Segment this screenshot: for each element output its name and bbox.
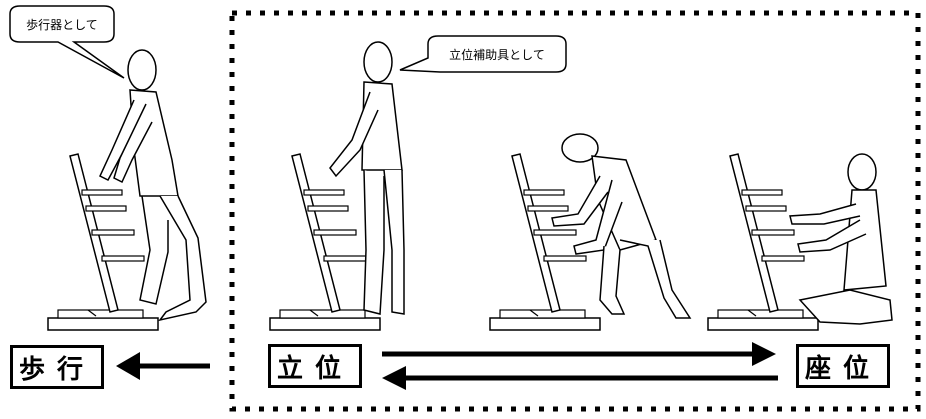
arrowhead-sit	[752, 342, 776, 366]
standing-aid-bubble-text: 立位補助具として	[449, 47, 545, 62]
walker-bubble-text: 歩行器として	[26, 17, 98, 32]
person-sitting	[790, 154, 892, 324]
arrowhead-walk	[116, 352, 140, 380]
label-walk: 歩行	[10, 345, 104, 389]
label-stand-box: 立位	[268, 344, 362, 388]
person-standing	[330, 42, 404, 314]
walking-scene: 歩行器として	[10, 6, 206, 330]
arrowhead-stand	[382, 366, 406, 390]
label-sit-box: 座位	[796, 344, 890, 388]
label-stand: 立位	[268, 344, 362, 388]
arrows	[116, 342, 778, 390]
sitting-scene	[708, 154, 892, 330]
person-walking	[100, 50, 206, 320]
walker-speech-bubble	[10, 6, 124, 78]
kneeling-scene	[490, 134, 690, 330]
walker-frame-kneeling	[490, 154, 600, 330]
label-walk-box: 歩行	[10, 345, 104, 389]
walker-frame-sitting	[708, 154, 818, 330]
label-sit: 座位	[796, 344, 890, 388]
person-kneeling	[552, 134, 690, 318]
